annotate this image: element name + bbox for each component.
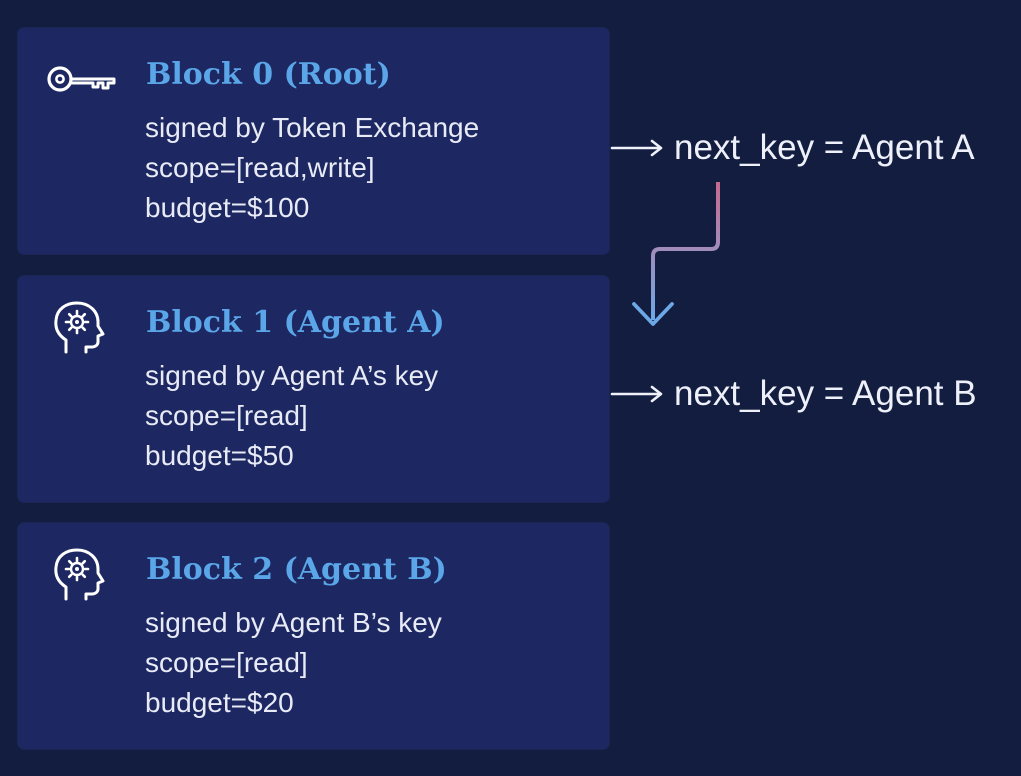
block-1-card: Block 1 (Agent A) signed by Agent A’s ke… <box>18 276 609 502</box>
delegation-connector-arrow <box>632 182 720 326</box>
block-1-details: signed by Agent A’s key scope=[read] bud… <box>145 356 438 476</box>
block-0-signer: signed by Token Exchange <box>145 112 480 143</box>
block-2-signer: signed by Agent B’s key <box>145 607 442 638</box>
block-2-card: Block 2 (Agent B) signed by Agent B’s ke… <box>18 523 609 749</box>
next-key-agent-a-label: next_key = Agent A <box>674 128 975 167</box>
block-2-budget: budget=$20 <box>145 687 294 718</box>
block-1-title: Block 1 (Agent A) <box>146 305 445 340</box>
block-2-scope: scope=[read] <box>145 647 308 678</box>
head-gear-icon <box>52 300 124 354</box>
right-arrow-icon <box>610 385 663 403</box>
block-1-scope: scope=[read] <box>145 400 308 431</box>
block-0-title: Block 0 (Root) <box>146 57 391 92</box>
key-icon <box>46 60 118 106</box>
block-0-budget: budget=$100 <box>145 192 310 223</box>
block-0-card: Block 0 (Root) signed by Token Exchange … <box>18 28 609 254</box>
head-gear-icon <box>52 547 124 601</box>
next-key-agent-b-label: next_key = Agent B <box>674 374 977 413</box>
block-2-title: Block 2 (Agent B) <box>146 552 447 587</box>
block-2-details: signed by Agent B’s key scope=[read] bud… <box>145 603 442 723</box>
block-0-scope: scope=[read,write] <box>145 152 375 183</box>
next-key-agent-a: next_key = Agent A <box>610 126 975 170</box>
block-1-signer: signed by Agent A’s key <box>145 360 439 391</box>
block-0-details: signed by Token Exchange scope=[read,wri… <box>145 108 479 228</box>
right-arrow-icon <box>610 139 663 157</box>
next-key-agent-b: next_key = Agent B <box>610 372 977 416</box>
block-1-budget: budget=$50 <box>145 440 294 471</box>
